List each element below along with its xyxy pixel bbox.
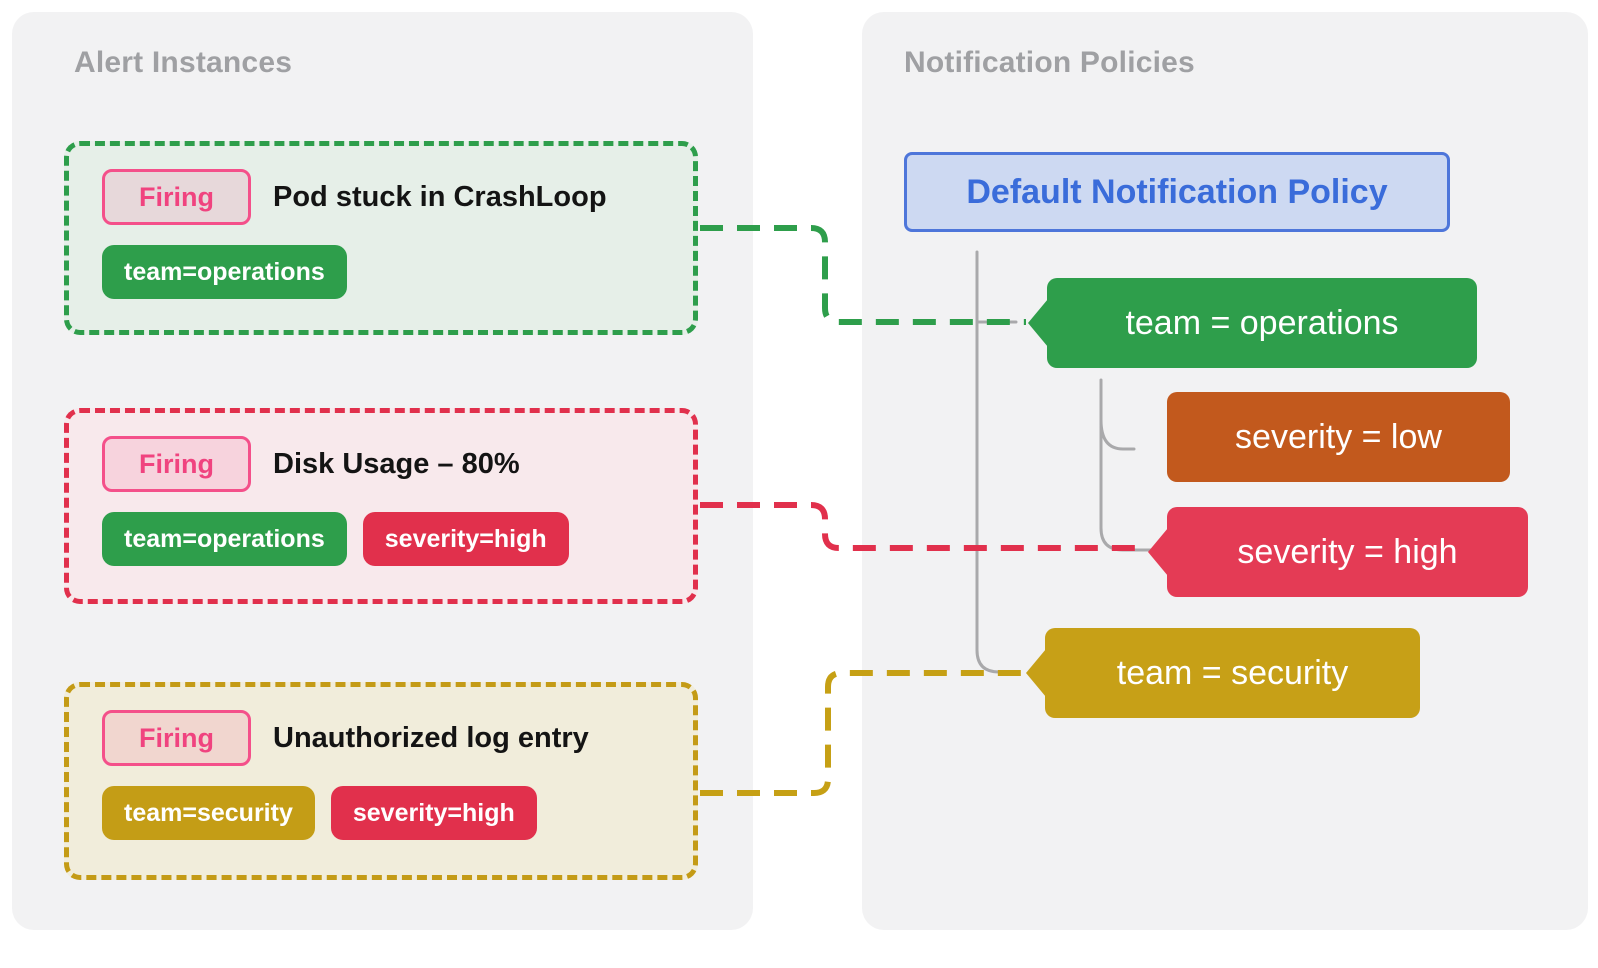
policy-node-label: severity = high [1237,532,1458,571]
notification-policies-title: Notification Policies [904,46,1195,79]
label-chip-severity-high: severity=high [330,786,537,841]
policy-node-label: team = operations [1125,303,1399,342]
firing-status-badge: Firing [102,710,251,767]
policy-node-severity-low: severity = low [1167,392,1510,482]
policy-node-severity-high: severity = high [1148,507,1528,597]
policy-node-label: team = security [1116,653,1349,692]
label-chip-team-operations: team=operations [102,245,347,300]
label-chip-team-security: team=security [102,786,315,841]
alert-card-unauthorized-log: Firing Unauthorized log entry team=secur… [64,682,698,880]
alert-card-pod-crashloop: Firing Pod stuck in CrashLoop team=opera… [64,141,698,335]
policy-node-team-operations: team = operations [1028,278,1477,368]
label-chip-severity-high: severity=high [362,512,569,567]
alert-title: Disk Usage – 80% [273,447,520,480]
alert-title: Pod stuck in CrashLoop [273,180,607,213]
firing-status-badge: Firing [102,436,251,493]
firing-status-badge: Firing [102,169,251,226]
default-notification-policy-box: Default Notification Policy [904,152,1450,232]
policy-node-team-security: team = security [1026,628,1420,718]
alert-card-disk-usage: Firing Disk Usage – 80% team=operations … [64,408,698,604]
policy-node-label: severity = low [1235,417,1442,456]
alert-instances-title: Alert Instances [74,46,293,79]
label-chip-team-operations: team=operations [102,512,347,567]
alert-title: Unauthorized log entry [273,721,589,754]
